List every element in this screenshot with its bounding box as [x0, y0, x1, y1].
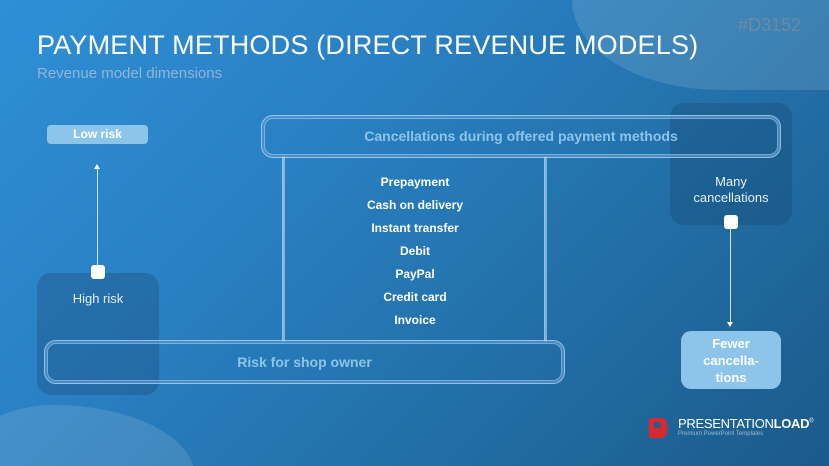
logo-brand-regular: PRESENTATION: [678, 416, 774, 431]
risk-axis-line: [97, 168, 98, 266]
logo-wordmark: PRESENTATIONLOAD®: [678, 416, 814, 431]
list-item: Prepayment: [380, 175, 450, 189]
list-item: Instant transfer: [371, 221, 459, 235]
slide-subtitle: Revenue model dimensions: [37, 65, 223, 82]
slide-title: PAYMENT METHODS (DIRECT REVENUE MODELS): [37, 30, 699, 60]
low-risk-label: Low risk: [73, 127, 122, 141]
high-risk-label: High risk: [72, 291, 124, 306]
many-cancellations-line-1: Many: [715, 174, 747, 189]
logo-tagline: Premium PowerPoint Templates: [678, 431, 764, 437]
presentationload-logo-icon: [649, 418, 667, 438]
cancellation-axis-line: [730, 229, 731, 322]
list-item: PayPal: [395, 267, 435, 281]
many-cancellations-line-2: cancellations: [693, 190, 769, 205]
risk-frame: Risk for shop owner: [44, 340, 565, 384]
payment-methods-list: Prepayment Cash on delivery Instant tran…: [285, 174, 545, 335]
arrow-down-icon: [727, 322, 733, 327]
list-item: Debit: [400, 244, 430, 258]
list-item: Credit card: [383, 290, 447, 304]
low-risk-pill: Low risk: [47, 125, 148, 144]
fewer-cancellations-pill: Fewer cancella- tions: [681, 331, 781, 389]
cancellations-frame: Cancellations during offered payment met…: [261, 115, 781, 158]
cancellation-axis-handle: [724, 215, 738, 229]
logo-brand-bold: LOAD: [773, 416, 810, 431]
decorative-blob-bottom-left: [0, 405, 195, 466]
list-item: Invoice: [394, 313, 436, 327]
frame-left-connector: [282, 156, 285, 342]
cancellations-frame-label: Cancellations during offered payment met…: [364, 128, 678, 144]
risk-frame-label: Risk for shop owner: [237, 354, 372, 370]
arrow-up-icon: [94, 164, 100, 169]
fewer-cancellations-line-1: Fewer: [712, 336, 750, 351]
list-item: Cash on delivery: [366, 198, 464, 212]
fewer-cancellations-line-2: cancella-: [703, 353, 759, 368]
slide-code: #D3152: [738, 15, 802, 35]
frame-right-connector: [544, 156, 547, 342]
risk-axis-handle: [91, 265, 105, 279]
logo-registered: ®: [809, 418, 814, 425]
high-risk-shade: [37, 273, 159, 395]
many-cancellations-label: Many cancellations: [670, 174, 792, 206]
fewer-cancellations-line-3: tions: [715, 370, 747, 385]
